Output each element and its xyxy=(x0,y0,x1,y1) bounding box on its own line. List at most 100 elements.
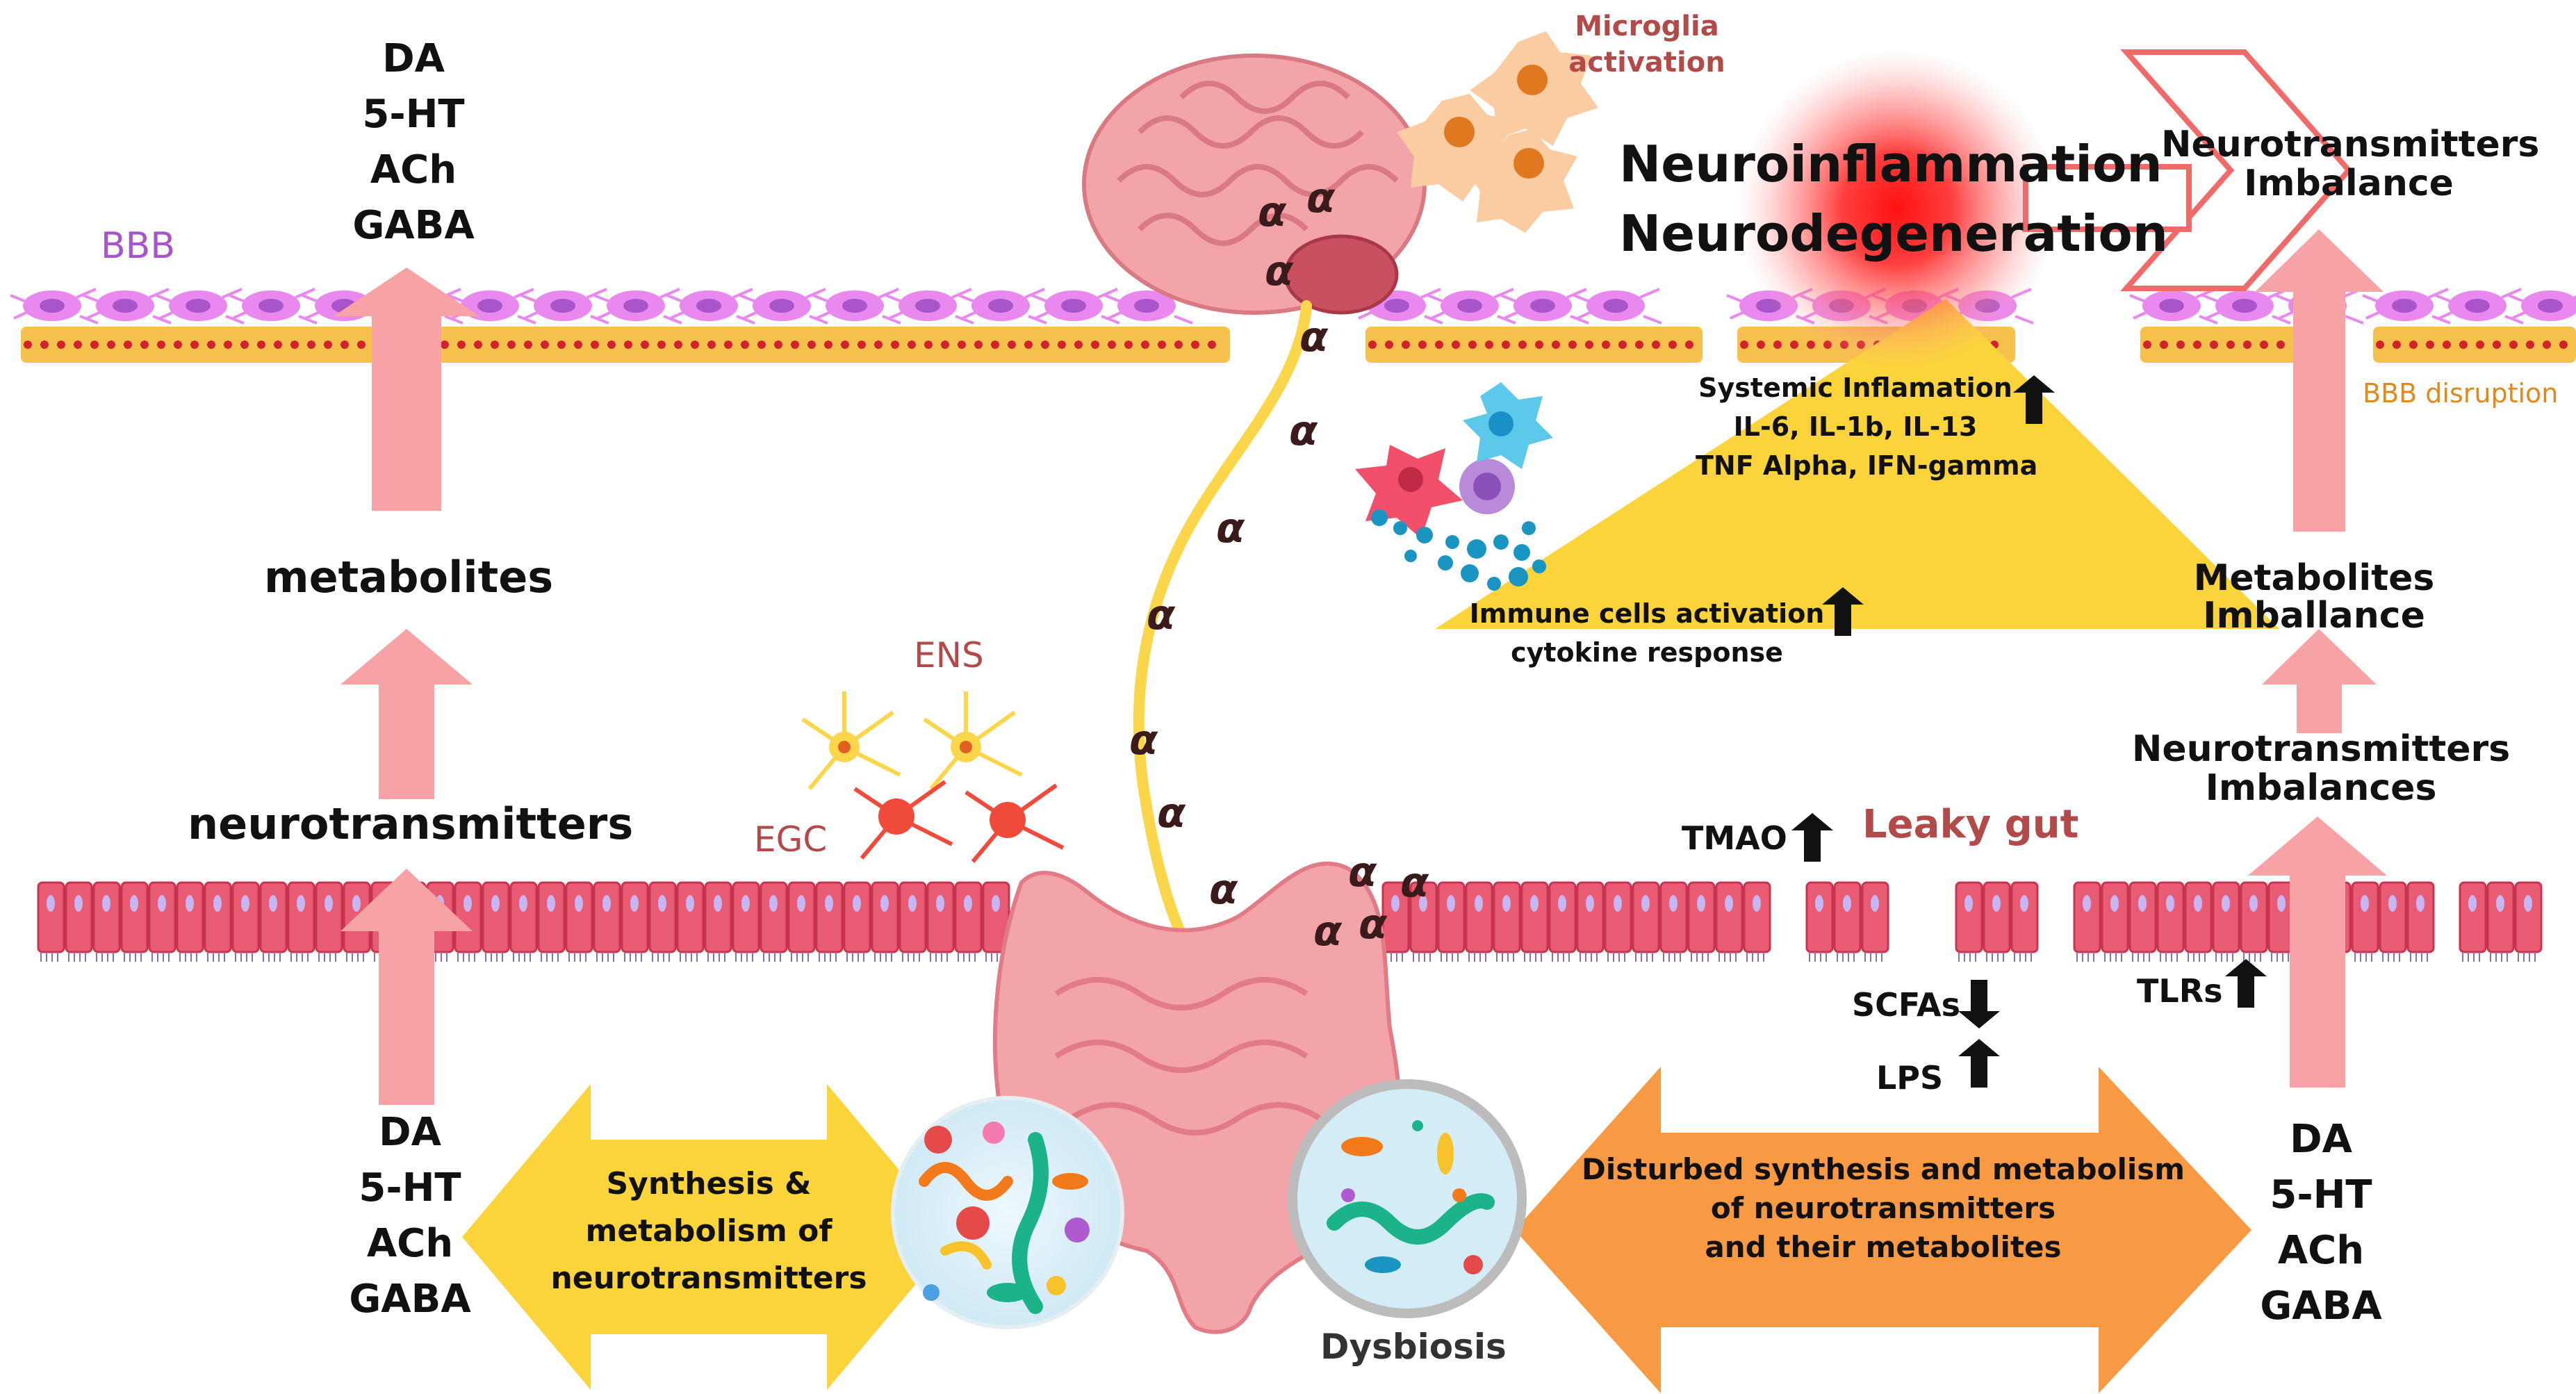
endothelium-nucleus xyxy=(2409,341,2418,349)
astrocyte-process xyxy=(83,288,172,325)
enterocyte-nucleus xyxy=(1753,895,1761,912)
metabolites-imbalance-label: Metabolites Imballance xyxy=(2193,557,2435,637)
astrocyte-nucleus xyxy=(2392,299,2417,313)
endothelium-nucleus xyxy=(958,341,966,349)
endothelium-nucleus xyxy=(1108,341,1116,349)
enterocyte xyxy=(1687,881,1716,953)
enterocyte xyxy=(287,881,315,953)
astrocyte-nucleus xyxy=(1603,299,1628,313)
tlrs-up-arrow xyxy=(2225,959,2267,1008)
up-arrow-neurotransmitters xyxy=(341,869,473,1105)
microvilli xyxy=(485,952,503,962)
enterocyte xyxy=(1465,881,1493,953)
enterocyte xyxy=(509,881,538,953)
brain xyxy=(1082,54,1427,315)
microvilli xyxy=(596,952,614,962)
egc-label: EGC xyxy=(754,819,828,860)
enterocyte xyxy=(2406,881,2435,953)
systemic-inflammation-label: Systemic Inflamation IL-6, IL-1b, IL-13 … xyxy=(1696,372,2038,481)
enterocyte xyxy=(2101,881,2129,953)
enterocyte-nucleus xyxy=(1419,895,1427,912)
astrocyte-process xyxy=(2508,294,2576,320)
alpha-synuclein-symbol: α xyxy=(1359,900,1388,949)
enterocyte-nucleus xyxy=(2138,895,2147,912)
enterocyte xyxy=(1955,881,1983,953)
enterocyte-nucleus xyxy=(2416,895,2425,912)
endothelium-nucleus xyxy=(1385,341,1393,349)
astrocyte-process xyxy=(2362,288,2451,325)
astrocyte-nucleus xyxy=(1061,299,1086,313)
bbb-endothelium-strip xyxy=(1365,327,1703,363)
endothelium-nucleus xyxy=(2143,341,2151,349)
top-nt-da: DA xyxy=(382,36,445,81)
endothelium-nucleus xyxy=(791,341,799,349)
enterocyte xyxy=(871,881,899,953)
endothelium-nucleus xyxy=(1585,341,1593,349)
bbb-label: BBB xyxy=(101,225,176,267)
enterocyte xyxy=(926,881,955,953)
endothelium-nucleus xyxy=(1535,341,1543,349)
endothelium-nucleus xyxy=(90,341,99,349)
astrocyte-process xyxy=(2275,288,2364,325)
microvilli xyxy=(2104,952,2122,962)
enterocyte xyxy=(315,881,343,953)
astrocyte-nucleus xyxy=(2232,299,2257,313)
endothelium-nucleus xyxy=(1124,341,1133,349)
microvilli xyxy=(235,952,253,962)
enterocyte-nucleus xyxy=(130,895,138,912)
enterocyte xyxy=(120,881,149,953)
endothelium-nucleus xyxy=(674,341,682,349)
enterocyte xyxy=(1715,881,1744,953)
endothelium-nucleus xyxy=(190,341,199,349)
top-nt-list: DA 5-HT ACh GABA xyxy=(344,31,483,254)
ens-label: ENS xyxy=(914,635,984,675)
up-arrow-nt-imbalances xyxy=(2248,817,2387,1088)
endothelium-nucleus xyxy=(140,341,149,349)
systemic-up-arrow xyxy=(2013,375,2055,424)
microvilli xyxy=(1864,952,1882,962)
enterocyte xyxy=(2351,881,2379,953)
endothelium-nucleus xyxy=(1368,341,1377,349)
astrocyte-process xyxy=(739,288,828,325)
enterocyte xyxy=(1659,881,1688,953)
microvilli xyxy=(263,952,281,962)
top-nt-ach: ACh xyxy=(370,147,457,192)
enterocyte xyxy=(2514,881,2543,953)
bbb-disruption-label: BBB disruption xyxy=(2363,378,2559,409)
enterocyte xyxy=(454,881,482,953)
astrocyte-nucleus xyxy=(40,299,65,313)
enterocyte-nucleus xyxy=(1992,895,2001,912)
astrocyte-process xyxy=(885,288,974,325)
bbb-endothelium-strip xyxy=(2140,327,2342,363)
endothelium-nucleus xyxy=(2476,341,2484,349)
endothelium-nucleus xyxy=(1452,341,1460,349)
enterocyte-nucleus xyxy=(936,895,944,912)
microvilli xyxy=(985,952,1003,962)
enterocyte xyxy=(1548,881,1577,953)
enterocyte xyxy=(2240,881,2268,953)
astrocyte-nucleus xyxy=(1457,299,1482,313)
microvilli xyxy=(652,952,670,962)
alpha-synuclein-symbol: α xyxy=(1313,907,1343,956)
microvilli xyxy=(791,952,809,962)
enterocyte-nucleus xyxy=(2496,895,2504,912)
microvilli xyxy=(930,952,948,962)
endothelium-nucleus xyxy=(774,341,782,349)
enterocyte-nucleus xyxy=(630,895,639,912)
microvilli xyxy=(680,952,698,962)
immune-up-arrow xyxy=(1822,587,1864,636)
scfas-label: SCFAs xyxy=(1852,986,1961,1024)
endothelium-nucleus xyxy=(474,341,482,349)
microvilli xyxy=(1986,952,2004,962)
enterocyte-nucleus xyxy=(714,895,722,912)
enterocyte-nucleus xyxy=(297,895,305,912)
microvilli xyxy=(874,952,892,962)
astrocyte-process xyxy=(1427,288,1516,325)
enterocyte xyxy=(732,881,760,953)
endothelium-nucleus xyxy=(1485,341,1493,349)
enterocyte-nucleus xyxy=(1697,895,1705,912)
enterocyte-nucleus xyxy=(686,895,694,912)
endothelium-nucleus xyxy=(124,341,132,349)
enterocyte xyxy=(1576,881,1605,953)
endothelium-nucleus xyxy=(1757,341,1765,349)
